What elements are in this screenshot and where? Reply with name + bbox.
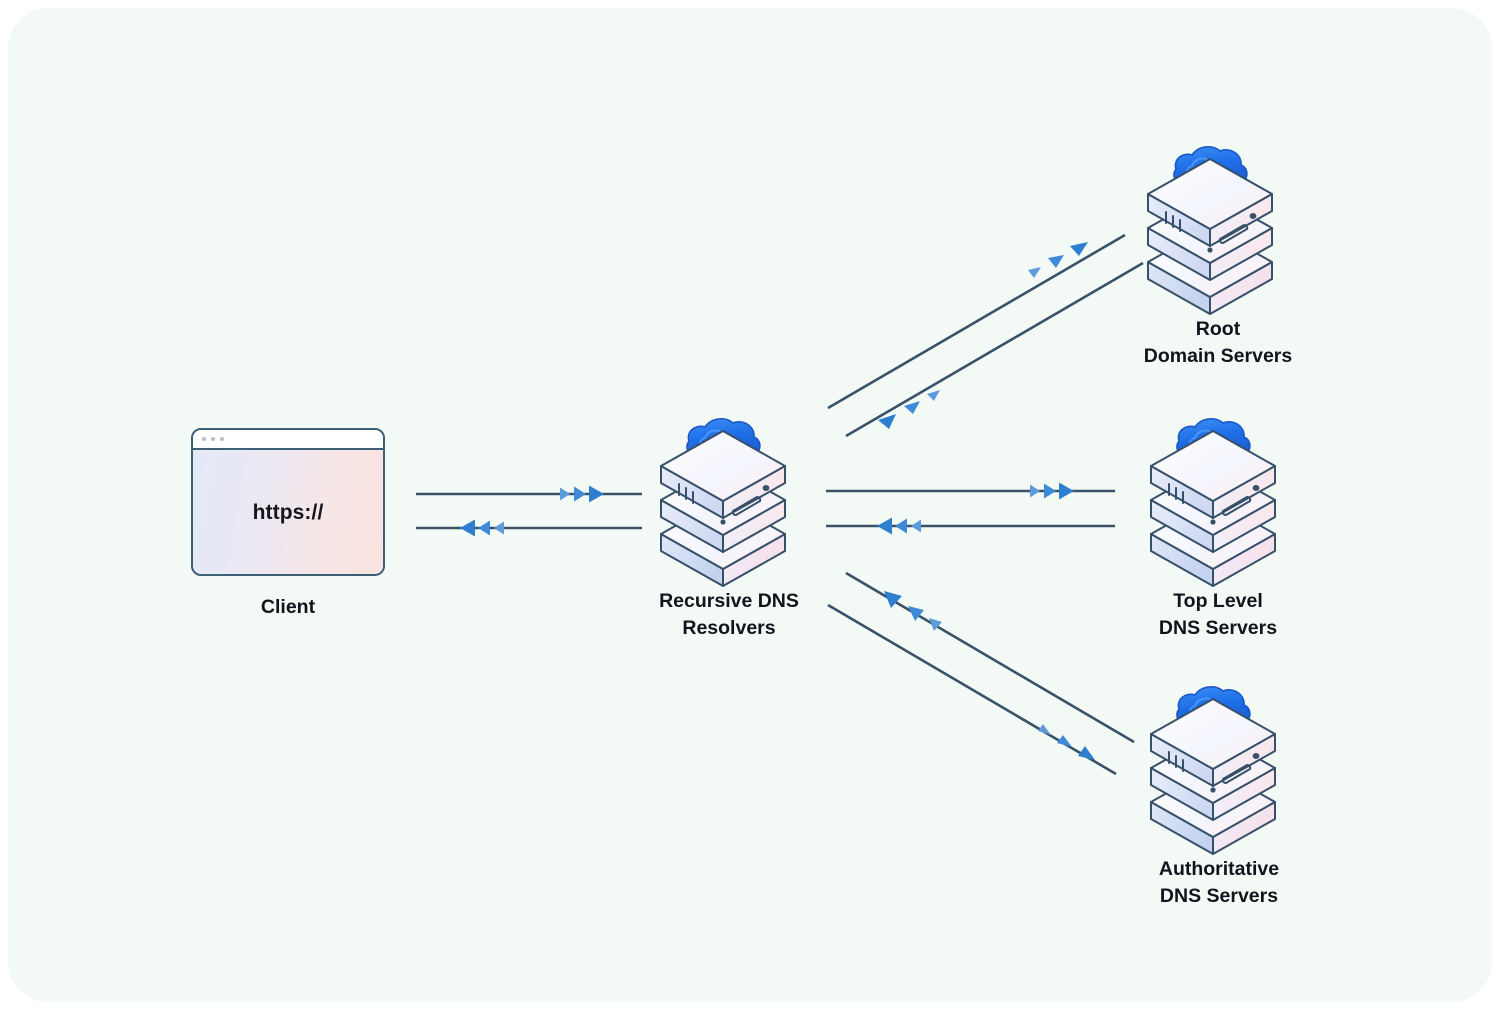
titlebar-dot-2 bbox=[211, 437, 215, 441]
titlebar-dot-1 bbox=[202, 437, 206, 441]
client-browser-window[interactable]: https:// bbox=[191, 428, 385, 576]
label-client: Client bbox=[260, 596, 316, 618]
connection-resolver-to-tld bbox=[826, 482, 1115, 500]
connection-root-to-resolver bbox=[845, 261, 1144, 438]
node-root-domain-servers[interactable] bbox=[1147, 145, 1273, 315]
label-top-level-dns-servers: Top Level DNS Servers bbox=[1158, 590, 1278, 639]
connection-client-to-resolver bbox=[416, 485, 642, 503]
node-top-level-dns-servers[interactable] bbox=[1150, 417, 1276, 587]
connection-layer bbox=[416, 233, 1144, 776]
diagram-canvas: https:// Client Recursive DNS Resolvers … bbox=[8, 8, 1492, 1002]
label-authoritative-dns-servers: Authoritative DNS Servers bbox=[1158, 858, 1280, 907]
connection-authoritative-to-resolver bbox=[827, 603, 1117, 776]
browser-url-text: https:// bbox=[252, 501, 324, 524]
titlebar-dot-3 bbox=[220, 437, 224, 441]
browser-titlebar bbox=[193, 430, 383, 450]
connection-tld-to-resolver bbox=[826, 517, 1115, 535]
label-root-domain-servers: Root Domain Servers bbox=[1143, 318, 1293, 367]
label-recursive-dns-resolvers: Recursive DNS Resolvers bbox=[659, 590, 799, 639]
node-authoritative-dns-servers[interactable] bbox=[1150, 685, 1276, 855]
server-node-layer bbox=[660, 145, 1276, 855]
connection-resolver-to-client bbox=[416, 519, 642, 537]
connection-resolver-to-authoritative bbox=[845, 571, 1135, 744]
connection-resolver-to-root bbox=[827, 233, 1126, 410]
node-recursive-dns-resolvers[interactable] bbox=[660, 417, 786, 587]
